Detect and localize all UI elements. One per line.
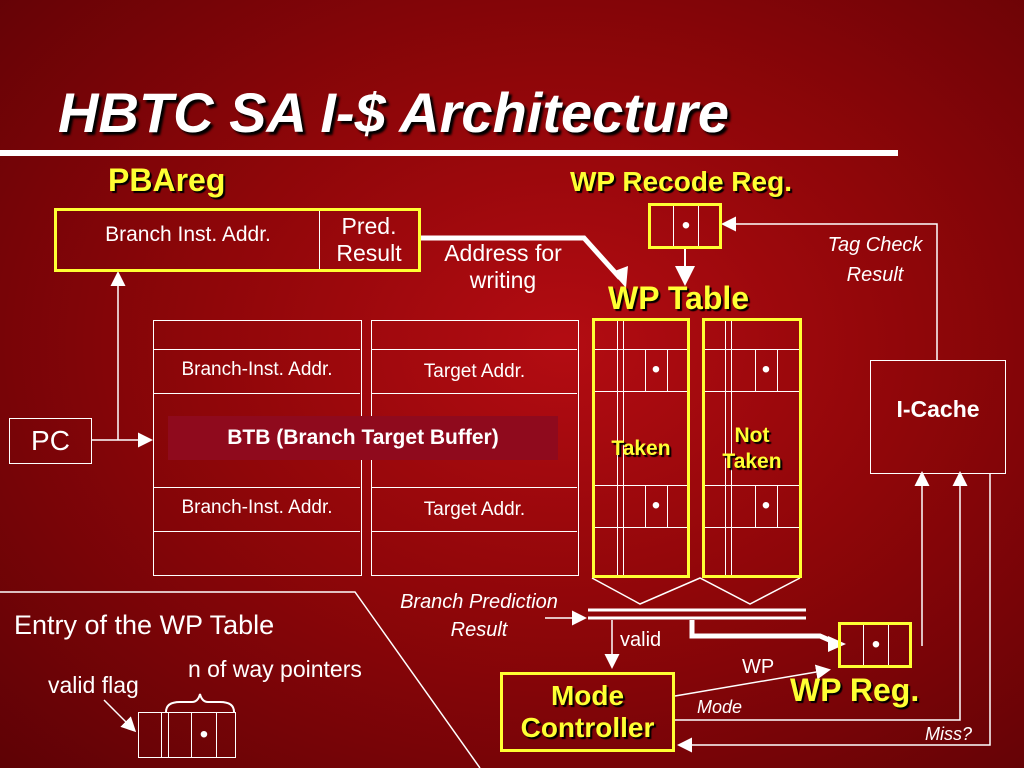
address-for-writing-line2: writing xyxy=(469,267,537,293)
wp-reg-label: WP Reg. xyxy=(790,672,920,708)
wp-table-taken-column: • • Taken xyxy=(592,318,690,578)
wp-reg-dot: • xyxy=(864,625,889,665)
btb-target-cell-1: Target Addr. xyxy=(423,361,526,382)
mode-controller-line1: Mode xyxy=(550,680,625,711)
mode-to-icache-arrow xyxy=(675,471,968,721)
n-way-pointers-label: n of way pointers xyxy=(188,656,362,682)
merge-lines xyxy=(591,577,801,605)
pc-register: PC xyxy=(9,418,92,464)
entry-panel-border xyxy=(0,591,481,768)
bpr-line2: Result xyxy=(450,619,508,641)
valid-flag-label: valid flag xyxy=(48,672,139,698)
wp-table-label: WP Table xyxy=(608,280,750,316)
not-taken-line1: Not xyxy=(734,424,770,447)
way-pointer-brace xyxy=(165,693,235,713)
taken-label: Taken xyxy=(611,437,671,460)
btb-branch-cell-1: Branch-Inst. Addr. xyxy=(181,359,333,380)
wp-recode-register: • xyxy=(648,203,722,249)
btb-target-column: Target Addr. Target Addr. xyxy=(371,320,579,576)
wp-label: WP xyxy=(742,656,775,678)
branch-prediction-result-label: Branch Prediction Result xyxy=(370,588,588,644)
mode-label: Mode xyxy=(697,697,743,717)
btb-label: BTB (Branch Target Buffer) xyxy=(168,416,558,460)
pbareg-pred-field: Pred. Result xyxy=(320,211,418,269)
not-taken-line2: Taken xyxy=(722,450,782,473)
btb-branch-column: Branch-Inst. Addr. Branch-Inst. Addr. xyxy=(153,320,362,576)
not-taken-dot-1: • xyxy=(761,356,771,383)
icache-block: I-Cache xyxy=(870,360,1006,474)
tag-check-arrow xyxy=(721,216,938,360)
taken-dot-2: • xyxy=(651,492,661,519)
tag-check-line1: Tag Check xyxy=(827,234,923,256)
wp-recode-reg-label: WP Recode Reg. xyxy=(570,166,792,197)
bus-to-wpreg-line xyxy=(689,620,838,646)
wp-register: • xyxy=(838,622,912,668)
address-for-writing-label: Address for writing xyxy=(428,240,578,294)
entry-title: Entry of the WP Table xyxy=(14,610,275,640)
pbareg-pred-line2: Result xyxy=(336,240,402,266)
pbareg-branch-field: Branch Inst. Addr. xyxy=(57,211,320,269)
wp-table-not-taken-column: • • Not Taken xyxy=(702,318,802,578)
mode-controller-line2: Controller xyxy=(520,712,655,743)
miss-label: Miss? xyxy=(925,724,973,744)
mode-to-wpreg-arrow xyxy=(674,664,831,697)
pbareg-register: Branch Inst. Addr. Pred. Result xyxy=(54,208,421,272)
miss-arrow xyxy=(677,474,991,753)
valid-flag-arrow xyxy=(103,699,137,733)
bpr-line1: Branch Prediction xyxy=(400,591,558,613)
tag-check-result-label: Tag Check Result xyxy=(800,230,950,290)
entry-dot: • xyxy=(192,713,217,757)
not-taken-dot-2: • xyxy=(761,492,771,519)
wp-recode-dot: • xyxy=(674,206,699,246)
entry-example-register: • xyxy=(138,712,236,758)
valid-label: valid xyxy=(620,629,662,651)
page-title: HBTC SA I-$ Architecture xyxy=(58,81,730,144)
mode-controller-block: Mode Controller xyxy=(500,672,675,752)
btb-target-cell-2: Target Addr. xyxy=(423,499,526,520)
tag-check-line2: Result xyxy=(846,264,904,286)
pbareg-to-wptable-line xyxy=(420,235,622,280)
pbareg-pred-line1: Pred. xyxy=(341,213,397,239)
taken-dot-1: • xyxy=(651,356,661,383)
address-for-writing-line1: Address for xyxy=(444,240,562,266)
btb-branch-cell-2: Branch-Inst. Addr. xyxy=(181,497,333,518)
not-taken-label: Not Taken xyxy=(705,423,799,475)
pbareg-label: PBAreg xyxy=(108,162,226,198)
title-divider xyxy=(0,150,898,156)
